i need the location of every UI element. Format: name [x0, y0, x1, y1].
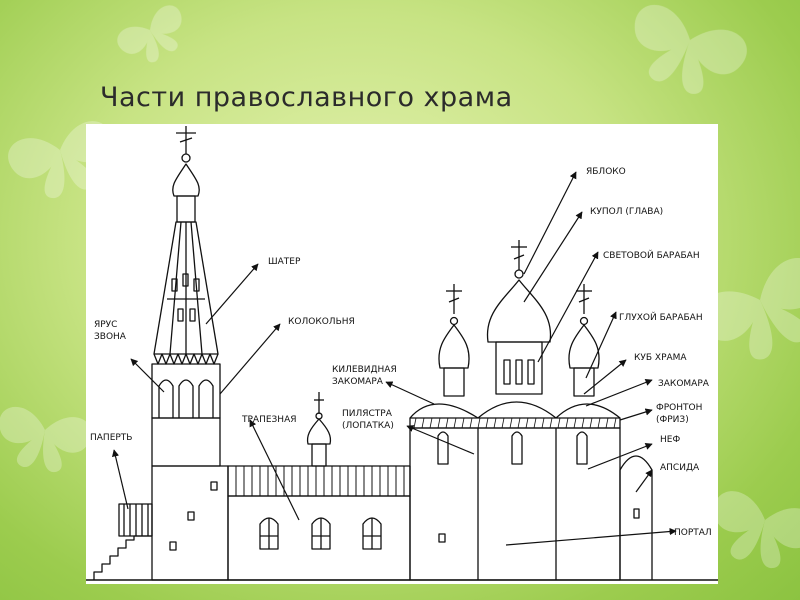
label-kub-khrama: КУБ ХРАМА: [634, 353, 687, 363]
diagram-panel: ЯБЛОКО КУПОЛ (ГЛАВА) СВЕТОВОЙ БАРАБАН ША…: [86, 124, 718, 584]
slide-title: Части православного храма: [100, 82, 513, 113]
label-fronton-line1: ФРОНТОН: [656, 403, 702, 413]
label-svetovoy-baraban: СВЕТОВОЙ БАРАБАН: [603, 249, 700, 261]
butterfly-icon: [714, 491, 800, 569]
label-glukhoy-baraban: ГЛУХОЙ БАРАБАН: [619, 311, 703, 323]
callout-arrows: [111, 171, 677, 546]
diagram-labels: ЯБЛОКО КУПОЛ (ГЛАВА) СВЕТОВОЙ БАРАБАН ША…: [90, 167, 712, 538]
label-kupol: КУПОЛ (ГЛАВА): [590, 207, 663, 217]
label-apsida: АПСИДА: [660, 463, 700, 473]
label-kilevidnaya-line1: КИЛЕВИДНАЯ: [332, 365, 397, 375]
label-trapeznaya: ТРАПЕЗНАЯ: [241, 415, 296, 425]
label-shater: ШАТЕР: [268, 257, 301, 267]
bell-tower: [151, 126, 221, 467]
main-church: [409, 240, 653, 581]
label-yarus-line1: ЯРУС: [94, 320, 117, 330]
church-diagram: ЯБЛОКО КУПОЛ (ГЛАВА) СВЕТОВОЙ БАРАБАН ША…: [86, 126, 718, 581]
tower-lower-block: [151, 465, 229, 581]
butterfly-icon: [634, 4, 747, 94]
label-kolokolnya: КОЛОКОЛЬНЯ: [288, 317, 355, 327]
label-pilyastra-line1: ПИЛЯСТРА: [342, 409, 393, 419]
label-yarus-line2: ЗВОНА: [94, 332, 127, 342]
butterfly-icon: [0, 406, 92, 473]
label-pilyastra-line2: (ЛОПАТКА): [342, 421, 394, 431]
label-fronton-line2: (ФРИЗ): [656, 415, 689, 425]
label-zakomara: ЗАКОМАРА: [658, 379, 710, 389]
label-yabloko: ЯБЛОКО: [586, 167, 626, 177]
porch: [93, 503, 153, 580]
label-paperť: ПАПЕРТЬ: [90, 433, 132, 443]
butterfly-icon: [117, 5, 182, 63]
label-nef: НЕФ: [660, 435, 680, 445]
label-kilevidnaya-line2: ЗАКОМАРА: [332, 377, 384, 387]
label-portal: ПОРТАЛ: [674, 528, 712, 538]
